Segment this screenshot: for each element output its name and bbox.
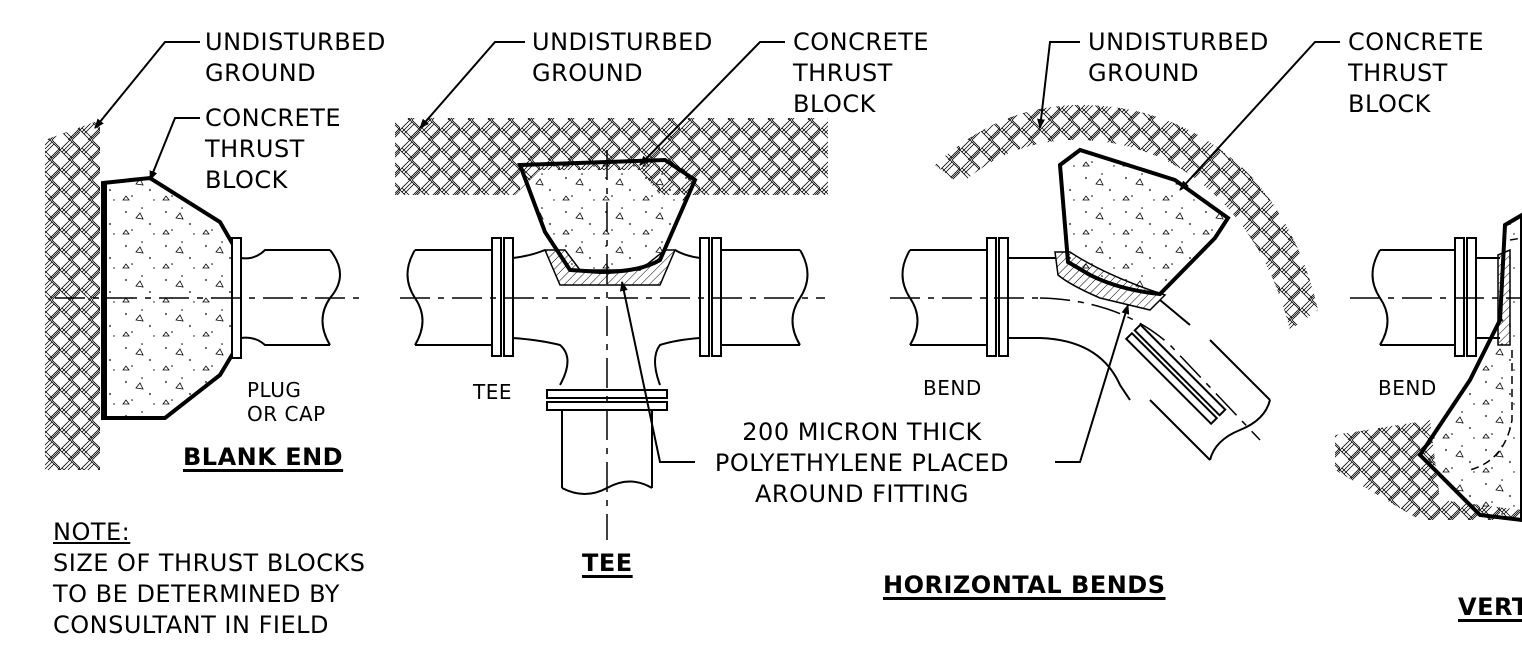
- concrete-thrust-block: [1057, 147, 1231, 297]
- vertical-bends-title: VERT: [1458, 593, 1522, 621]
- pipe: [240, 249, 330, 346]
- flange-left: [491, 237, 502, 357]
- note-heading: NOTE:: [53, 518, 131, 546]
- horizontal-bends-title: HORIZONTAL BENDS: [883, 571, 1166, 599]
- bend-body: [1008, 257, 1191, 401]
- flange-right: [699, 237, 710, 357]
- undisturbed-ground-hatch: [935, 105, 1318, 330]
- tee-title: TEE: [582, 549, 633, 577]
- tee-fitting-label: TEE: [473, 380, 512, 404]
- tee-detail: [395, 41, 828, 540]
- blank-end-detail: [45, 41, 360, 470]
- horizontal-bends-detail: [890, 41, 1340, 461]
- horizontal-bend-fitting-label: BEND: [923, 376, 982, 400]
- concrete-thrust-block: [1417, 212, 1522, 523]
- pipe-right: [721, 249, 809, 346]
- polyethylene-leaders: [619, 281, 1130, 463]
- pipe-angled: [1149, 339, 1271, 461]
- vertical-bend-fitting-label: BEND: [1378, 376, 1437, 400]
- flange-left: [1454, 237, 1465, 357]
- undisturbed-ground-hatch: [395, 118, 828, 195]
- blank-end-title: BLANK END: [183, 443, 344, 471]
- flange-left: [986, 237, 997, 357]
- polyethylene-wrap: [1497, 248, 1511, 346]
- vertical-bends-detail: [1335, 212, 1522, 523]
- undisturbed-ground-hatch: [1335, 420, 1522, 520]
- undisturbed-ground-hatch: [45, 120, 100, 470]
- flange-angled: [1124, 323, 1227, 426]
